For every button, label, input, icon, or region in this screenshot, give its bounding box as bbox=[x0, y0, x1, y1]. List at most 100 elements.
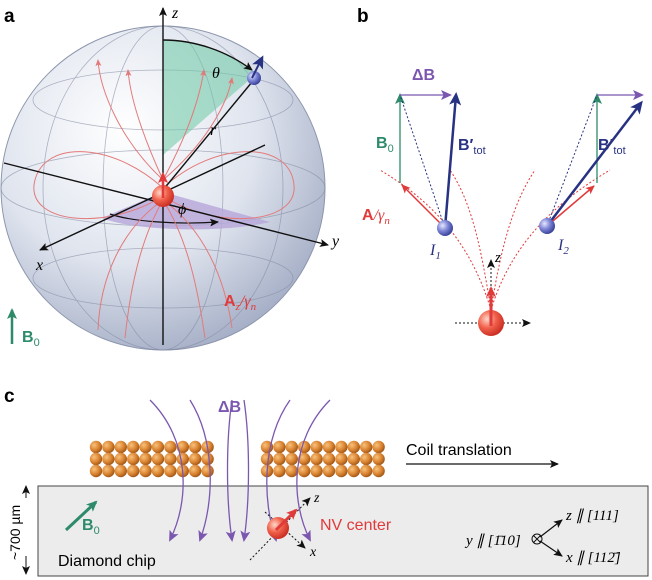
b-i2-label: I2 bbox=[557, 237, 569, 257]
coil-winding bbox=[322, 452, 336, 466]
crystal-x-arrow bbox=[539, 540, 563, 557]
coil-winding bbox=[347, 452, 360, 466]
b-i1-label: I1 bbox=[429, 242, 441, 262]
b-delta-b-label: ΔB bbox=[412, 67, 435, 84]
nv-x-label: x bbox=[309, 545, 317, 560]
panel-c-label: c bbox=[4, 386, 15, 407]
axis-y-label: y bbox=[330, 233, 340, 250]
crystal-z-label: z ∥ [111] bbox=[565, 508, 619, 524]
c-b0-label: B0 bbox=[82, 517, 100, 537]
diamond-chip-label: Diamond chip bbox=[58, 553, 156, 570]
nv-z-label: z bbox=[313, 491, 320, 506]
coil-winding bbox=[102, 452, 115, 466]
coil-winding bbox=[151, 464, 165, 478]
coil-winding bbox=[310, 440, 323, 454]
coil-winding bbox=[335, 452, 348, 466]
coil-winding bbox=[164, 440, 177, 454]
coil-winding bbox=[127, 464, 140, 478]
coil-winding bbox=[310, 464, 323, 478]
diamond-chip bbox=[37, 485, 649, 577]
b0-legend-label: B0 bbox=[22, 329, 40, 349]
coil-left bbox=[89, 440, 214, 478]
coil-winding bbox=[114, 464, 128, 478]
coil-winding bbox=[335, 440, 348, 454]
coil-translation-label: Coil translation bbox=[406, 442, 512, 459]
coil-winding bbox=[151, 452, 165, 466]
coil-right bbox=[260, 440, 385, 478]
coil-winding bbox=[372, 464, 385, 478]
crystal-x-label: x ∥ [112̄] bbox=[565, 550, 621, 566]
coil-winding bbox=[139, 464, 152, 478]
coil-winding bbox=[273, 440, 286, 454]
b-axis-z-label: z bbox=[494, 250, 501, 266]
coil-winding bbox=[189, 452, 202, 466]
coil-winding bbox=[260, 452, 274, 466]
electron-spin bbox=[247, 71, 261, 85]
coil-winding bbox=[372, 452, 385, 466]
btot-arrow-right bbox=[546, 100, 643, 227]
coil-winding bbox=[273, 452, 286, 466]
electron-spin-arrow bbox=[251, 55, 264, 79]
coil-winding bbox=[285, 452, 298, 466]
coil-winding bbox=[298, 452, 311, 466]
coil-winding bbox=[151, 440, 165, 454]
coil-winding bbox=[139, 440, 152, 454]
axis-z-label: z bbox=[171, 5, 179, 22]
nv-x-axis bbox=[264, 511, 306, 549]
theta-arc bbox=[162, 39, 253, 71]
spin-i2 bbox=[539, 218, 555, 234]
coil-winding bbox=[114, 440, 128, 454]
thickness-label: ~700 µm bbox=[7, 505, 23, 560]
coil-winding bbox=[347, 440, 360, 454]
b-btot-right-label: B′tot bbox=[598, 137, 626, 157]
theta-wedge bbox=[163, 40, 256, 155]
phi-label: ϕ bbox=[178, 201, 186, 218]
a-arrow-right bbox=[546, 185, 595, 227]
b0-dotted-right bbox=[546, 94, 598, 227]
b0-dotted-left bbox=[399, 94, 446, 229]
panel-b-label: b bbox=[357, 6, 369, 27]
b-b0-label: B0 bbox=[376, 135, 394, 155]
panel-a-label: a bbox=[4, 6, 15, 27]
c-b0-arrow bbox=[64, 500, 98, 532]
coil-winding bbox=[322, 440, 336, 454]
coil-winding bbox=[347, 464, 360, 478]
nv-center-label: NV center bbox=[320, 517, 392, 534]
coil-winding bbox=[102, 464, 115, 478]
c-delta-b-label: ΔB bbox=[218, 399, 241, 416]
coil-winding bbox=[189, 440, 202, 454]
theta-label: θ bbox=[212, 65, 220, 82]
phi-arc bbox=[109, 213, 219, 227]
coil-winding bbox=[372, 440, 385, 454]
crystal-y-label: y ∥ [1̄10] bbox=[464, 533, 521, 549]
a-arrow-left bbox=[401, 184, 446, 229]
coil-winding bbox=[164, 452, 177, 466]
coil-winding bbox=[360, 440, 373, 454]
b-field-lines bbox=[379, 169, 611, 311]
panel-b: b z ΔB B0 B′tot B′tot A/γn I bbox=[357, 6, 644, 336]
nv-spin-arrow bbox=[274, 508, 298, 532]
coil-winding bbox=[322, 464, 336, 478]
coil-winding bbox=[139, 452, 152, 466]
coil-winding bbox=[298, 440, 311, 454]
panel-a: a bbox=[0, 5, 340, 351]
field-a-label: Az/γn bbox=[224, 293, 257, 313]
coil-winding bbox=[335, 464, 348, 478]
coil-winding bbox=[360, 464, 373, 478]
coil-winding bbox=[273, 464, 286, 478]
coil-winding bbox=[114, 452, 128, 466]
coil-winding bbox=[89, 440, 103, 454]
b-a-gamma-label: A/γn bbox=[362, 207, 390, 227]
coil-winding bbox=[298, 464, 311, 478]
coil-winding bbox=[201, 464, 214, 478]
c-field-lines bbox=[149, 399, 331, 542]
r-vector bbox=[162, 81, 253, 191]
crystal-z-arrow bbox=[539, 519, 563, 538]
coil-winding bbox=[201, 452, 214, 466]
coil-winding bbox=[127, 440, 140, 454]
spin-i1 bbox=[437, 220, 453, 236]
b-btot-left-label: B′tot bbox=[458, 137, 486, 157]
coil-winding bbox=[176, 452, 189, 466]
coil-winding bbox=[360, 452, 373, 466]
